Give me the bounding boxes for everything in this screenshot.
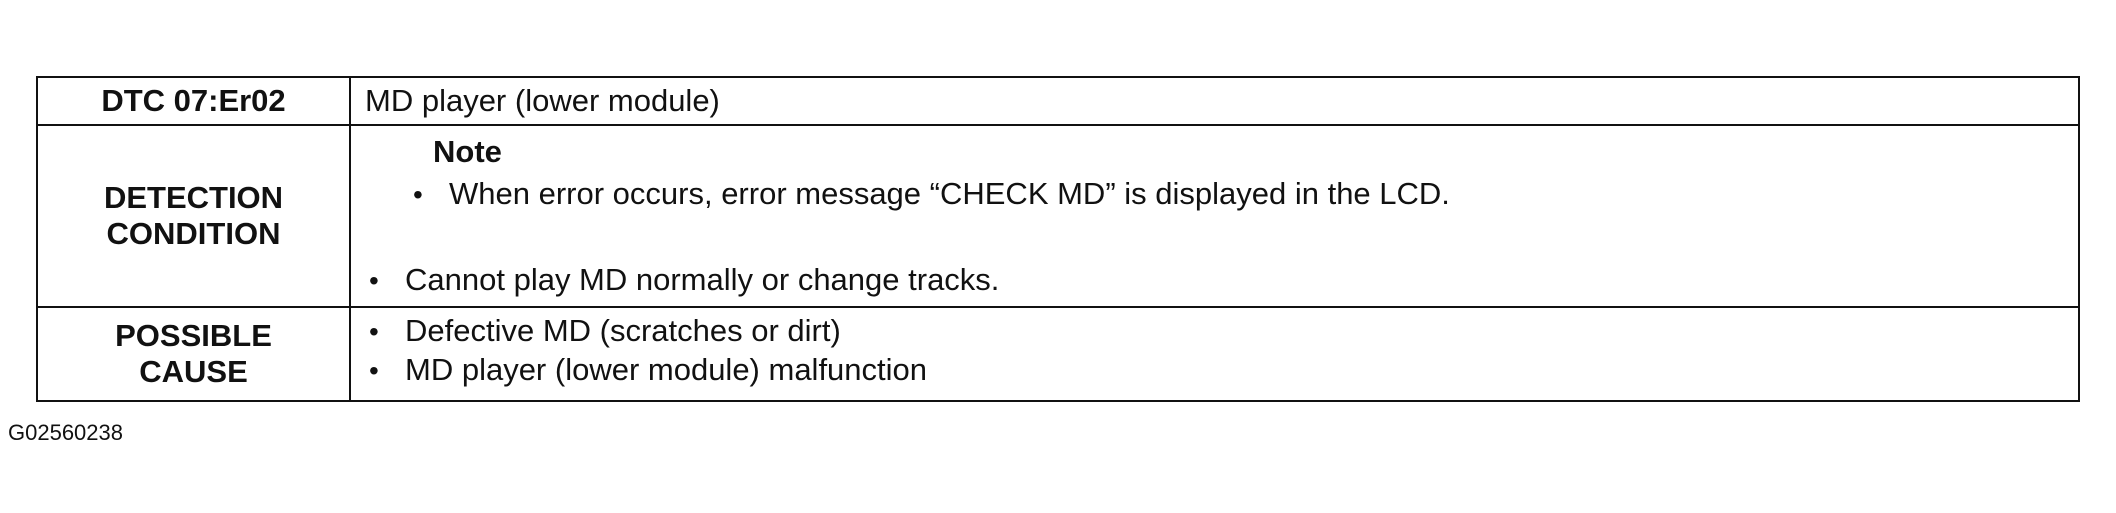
figure-code: G02560238 xyxy=(8,420,123,445)
cause-label-line2: CAUSE xyxy=(139,354,248,389)
possible-cause-label: POSSIBLE CAUSE xyxy=(36,306,351,402)
cause-label-line1: POSSIBLE xyxy=(115,318,272,353)
possible-cause-row: POSSIBLE CAUSE • Defective MD (scratches … xyxy=(36,306,2080,402)
dtc-title: MD player (lower module) xyxy=(349,76,2080,126)
detection-condition-row: DETECTION CONDITION Note • When error occ… xyxy=(36,124,2080,308)
note-item: • When error occurs, error message “CHECK… xyxy=(413,176,1450,212)
cause-item: • Defective MD (scratches or dirt) xyxy=(369,312,2078,351)
detection-condition-label: DETECTION CONDITION xyxy=(36,124,351,308)
dtc-code-label: DTC 07:Er02 xyxy=(36,76,351,126)
bullet-icon: • xyxy=(369,316,379,347)
detection-label-line2: CONDITION xyxy=(106,216,281,251)
cause-item: • MD player (lower module) malfunction xyxy=(369,351,2078,390)
detection-item-text: Cannot play MD normally or change tracks… xyxy=(405,262,1000,297)
bullet-icon: • xyxy=(413,179,423,210)
detection-item: • Cannot play MD normally or change track… xyxy=(369,262,999,298)
dtc-header-row: DTC 07:Er02 MD player (lower module) xyxy=(36,76,2080,126)
note-item-text: When error occurs, error message “CHECK … xyxy=(449,176,1450,211)
detection-label-line1: DETECTION xyxy=(103,180,284,215)
detection-condition-content: Note • When error occurs, error message “… xyxy=(349,124,2080,308)
bullet-icon: • xyxy=(369,265,379,296)
note-title: Note xyxy=(433,134,502,169)
cause-item-text: Defective MD (scratches or dirt) xyxy=(405,313,841,348)
possible-cause-content: • Defective MD (scratches or dirt) • MD pl… xyxy=(349,306,2080,402)
bullet-icon: • xyxy=(369,355,379,386)
cause-item-text: MD player (lower module) malfunction xyxy=(405,352,928,387)
dtc-table: DTC 07:Er02 MD player (lower module) DET… xyxy=(36,76,2080,402)
